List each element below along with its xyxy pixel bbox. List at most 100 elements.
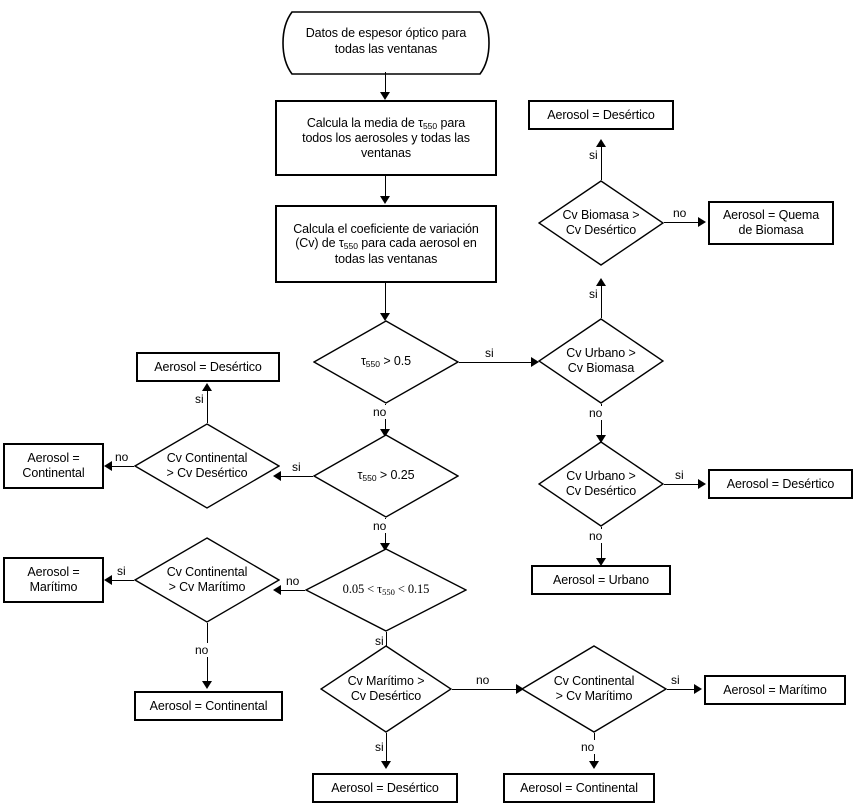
node-dec-tau-range: 0.05 < τ550 < 0.15	[305, 548, 467, 632]
cv-cont-mar-b-line1: Cv Continental	[553, 674, 635, 688]
edge-label-urbdes-si: si	[674, 468, 685, 482]
arrowhead-tau025-si	[273, 471, 281, 481]
node-proc-cv: Calcula el coeficiente de variación (Cv)…	[275, 205, 497, 283]
edge-urbdes-si	[664, 484, 700, 485]
node-out-urbano: Aerosol = Urbano	[531, 565, 671, 595]
diamond-shape	[320, 645, 452, 733]
out-desertico-left-label: Aerosol = Desértico	[154, 359, 262, 374]
start-line1: Datos de espesor óptico para	[305, 26, 467, 41]
proc-mean-line1b: para	[437, 115, 466, 130]
arrowhead-contmarb-si	[694, 684, 702, 694]
edge-label-contmar-si: si	[116, 564, 127, 578]
edge-label-tau025-no: no	[372, 519, 388, 533]
arrowhead-contdes-no	[104, 461, 112, 471]
proc-cv-line1: Calcula el coeficiente de variación	[293, 221, 479, 236]
edge-mean-to-cv	[385, 176, 386, 198]
arrowhead-tau025-no	[380, 543, 390, 551]
arrowhead-tau05-no	[380, 429, 390, 437]
edge-contmarb-si	[667, 689, 697, 690]
node-proc-mean: Calcula la media de τ550 para todos los …	[275, 100, 497, 176]
node-dec-tau-range-label: 0.05 < τ550 < 0.15	[310, 582, 462, 597]
tau-range-pre: 0.05 < τ	[342, 582, 383, 597]
out-continental-mid-left-label: Aerosol = Continental	[149, 698, 268, 713]
diamond-shape	[134, 537, 280, 623]
node-out-desertico-top-right: Aerosol = Desértico	[528, 100, 674, 130]
arrowhead-biodes-no	[698, 217, 706, 227]
tau-subscript: 550	[343, 241, 358, 252]
tau-symbol: τ	[338, 236, 344, 251]
proc-cv-line2a: (Cv) de	[295, 236, 339, 251]
node-dec-cv-continental-maritimo-bottom: Cv Continental > Cv Marítimo	[521, 645, 667, 733]
node-dec-cv-urbano-biomasa: Cv Urbano > Cv Biomasa	[538, 318, 664, 404]
diamond-shape	[134, 423, 280, 509]
cv-bio-des-line2: Cv Desértico	[565, 223, 637, 237]
edge-cv-to-tau05	[385, 283, 386, 315]
edge-range-no	[281, 590, 305, 591]
cv-mar-des-line1: Cv Marítimo >	[347, 674, 425, 688]
edge-biodes-si	[601, 146, 602, 180]
tau-symbol: τ	[418, 115, 423, 130]
tau-05-expr: > 0.5	[379, 354, 412, 369]
diamond-shape	[538, 318, 664, 404]
edge-label-range-no: no	[285, 574, 301, 588]
edge-mardes-no	[452, 689, 518, 690]
node-dec-cv-continental-maritimo-left: Cv Continental > Cv Marítimo	[134, 537, 280, 623]
node-proc-mean-label: Calcula la media de τ550 para todos los …	[302, 116, 470, 161]
out-quema-line2: de Biomasa	[738, 223, 804, 237]
node-out-maritimo-left: Aerosol = Marítimo	[3, 557, 104, 603]
cv-cont-des-line2: > Cv Desértico	[166, 466, 248, 480]
diamond-shape	[521, 645, 667, 733]
out-maritimo-left-label: Aerosol = Marítimo	[27, 565, 79, 595]
edge-label-tau05-si: si	[484, 346, 495, 360]
node-out-desertico-bottom: Aerosol = Desértico	[312, 773, 458, 803]
cv-urb-bio-line1: Cv Urbano >	[566, 346, 636, 360]
node-dec-tau-05-label: τ550 > 0.5	[323, 354, 449, 369]
edge-biodes-no	[664, 222, 700, 223]
proc-cv-line3: todas las ventanas	[334, 251, 438, 266]
arrowhead-contmar-no	[202, 681, 212, 689]
proc-cv-line2b: para cada aerosol en	[357, 236, 477, 251]
edge-label-mardes-no: no	[475, 673, 491, 687]
out-cont-left-line2: Continental	[22, 466, 85, 480]
edge-label-range-si: si	[374, 634, 385, 648]
node-dec-cv-urbano-biomasa-label: Cv Urbano > Cv Biomasa	[541, 346, 662, 376]
edge-label-biodes-no: no	[672, 206, 688, 220]
edge-label-tau025-si: si	[291, 460, 302, 474]
tau-subscript: 550	[422, 120, 438, 131]
tau-range-post: < 0.15	[394, 582, 430, 597]
arrowhead-urbdes-no	[596, 558, 606, 566]
arrowhead-urbbio-si	[596, 278, 606, 286]
edge-contmar-si	[112, 580, 134, 581]
arrowhead-mardes-no	[516, 684, 524, 694]
edge-mardes-si	[386, 733, 387, 763]
out-maritimo-bottom-right-label: Aerosol = Marítimo	[723, 682, 827, 697]
tau-subscript: 550	[382, 587, 395, 598]
node-dec-cv-urbano-desertico: Cv Urbano > Cv Desértico	[538, 441, 664, 527]
edge-label-mardes-si: si	[374, 740, 385, 754]
edge-label-tau05-no: no	[372, 405, 388, 419]
tau-symbol: τ	[360, 354, 366, 369]
cv-cont-mar-l-line2: > Cv Marítimo	[168, 580, 246, 594]
arrowhead-start-to-mean	[380, 92, 390, 100]
edge-start-to-mean	[385, 72, 386, 94]
document-shape	[282, 11, 490, 75]
cv-bio-des-line1: Cv Biomasa >	[562, 208, 640, 222]
diamond-shape	[313, 320, 459, 404]
out-mar-left-line1: Aerosol =	[27, 565, 80, 580]
start-line2: todas las ventanas	[334, 42, 438, 56]
arrowhead-tau05-si	[531, 357, 539, 367]
cv-urb-des-line2: Cv Desértico	[565, 484, 637, 498]
diamond-shape	[305, 548, 467, 632]
edge-urbdes-no	[601, 527, 602, 560]
node-start-data-label: Datos de espesor óptico para todas las v…	[300, 26, 473, 57]
node-dec-cv-maritimo-desertico-label: Cv Marítimo > Cv Desértico	[323, 674, 450, 704]
cv-urb-bio-line2: Cv Biomasa	[567, 361, 635, 375]
out-urbano-label: Aerosol = Urbano	[552, 572, 650, 587]
node-out-continental-left: Aerosol = Continental	[3, 443, 104, 489]
arrowhead-urbbio-no	[596, 435, 606, 443]
arrowhead-cv-to-tau05	[380, 313, 390, 321]
node-dec-cv-continental-maritimo-bottom-label: Cv Continental > Cv Marítimo	[531, 674, 657, 704]
node-dec-cv-continental-desertico: Cv Continental > Cv Desértico	[134, 423, 280, 509]
node-dec-tau-05: τ550 > 0.5	[313, 320, 459, 404]
edge-label-contdes-si: si	[194, 392, 205, 406]
